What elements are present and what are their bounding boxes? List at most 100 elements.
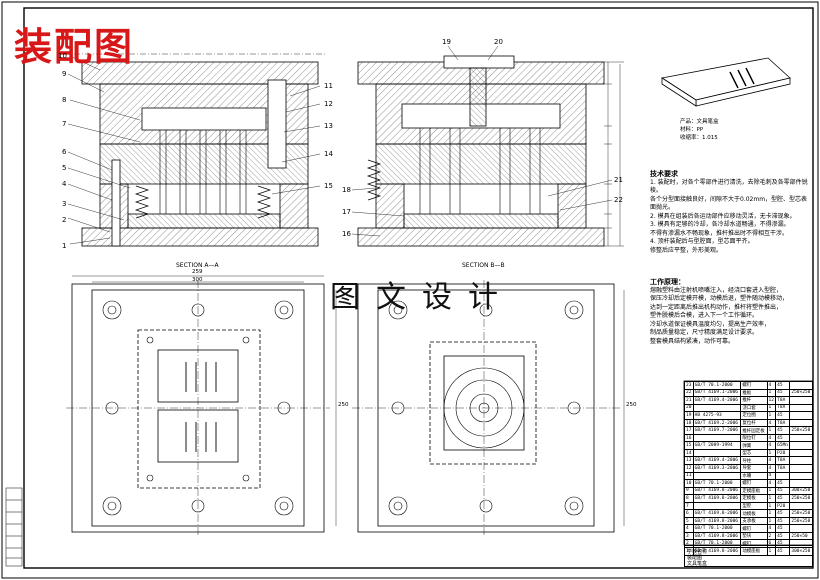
work-principle-line: 达到一定距离后推出机构动作，推杆将塑件推出， [650, 303, 783, 311]
bom-cell: 1 [766, 426, 777, 435]
bom-cell [692, 448, 742, 458]
bom-cell: 推杆 [740, 396, 768, 405]
bom-cell: 垫块 [740, 531, 768, 541]
bom-cell: 1 [766, 494, 777, 503]
product-spec: 产品：文具笔盒 材料：PP 收缩率：1.015 [680, 118, 719, 142]
bom-cell: 8 [684, 494, 694, 503]
section-a-view [74, 53, 326, 247]
bom-cell: 螺钉 [740, 479, 768, 488]
bom-cell: 16 [684, 433, 694, 443]
bom-cell: 45 [775, 509, 791, 518]
bom-cell: GB/T 4169.1-2006 [692, 388, 742, 398]
bom-cell: 13 [684, 456, 694, 465]
bom-cell: T8A [775, 396, 791, 405]
bom-cell: 弹簧 [740, 441, 768, 450]
bom-cell [789, 448, 813, 458]
work-principle: 工作原理： 熔融塑料由注射机喷嘴注入，经浇口套进入型腔， 保压冷却后定模开模，动… [650, 278, 812, 346]
section-a-label: SECTION A—A [176, 262, 219, 269]
bom-cell [789, 433, 813, 443]
bom-cell [789, 403, 813, 413]
bom-cell: 限位钉 [740, 433, 768, 443]
callout-14: 14 [324, 150, 333, 158]
callout-5: 5 [62, 164, 67, 172]
callout-12: 12 [324, 100, 333, 108]
bom-cell: 250×250 [789, 509, 813, 518]
bom-cell: 推板 [740, 388, 768, 398]
callout-2: 2 [62, 216, 67, 224]
dim-width-inner: 300 [192, 277, 203, 283]
work-principle-line: 制品质量稳定，尺寸精度满足设计要求。 [650, 329, 759, 336]
bom-cell: 18 [684, 418, 694, 428]
bom-cell: 1 [766, 509, 777, 518]
tech-req-line: 4. 顶杆装配后与型腔面，型芯面平齐。 [650, 238, 754, 245]
bom-cell: GB/T 4169.3-2006 [692, 464, 742, 473]
bom-cell [692, 471, 742, 481]
plan-view-left [66, 280, 330, 536]
bom-cell: GB/T 4169.8-2006 [692, 486, 742, 496]
bom-cell: P20 [775, 448, 791, 458]
inner-border [23, 7, 814, 569]
bom-cell: 17 [684, 426, 694, 435]
bom-cell [789, 524, 813, 533]
work-principle-line: 整套模具结构紧凑，动作可靠。 [650, 337, 735, 345]
callout-20: 20 [494, 38, 503, 46]
bom-cell: 1 [766, 388, 777, 398]
bom-cell: GB/T 4169.8-2006 [692, 516, 742, 526]
bom-cell: 3 [684, 531, 694, 541]
callout-21: 21 [614, 176, 623, 184]
callout-10: 10 [58, 52, 67, 60]
tb-product: 文具笔盒 [687, 561, 708, 567]
bom-cell: 45 [775, 486, 791, 496]
spec-name: 产品：文具笔盒 [680, 119, 719, 125]
bom-cell: 7 [684, 501, 694, 511]
callout-19: 19 [442, 38, 451, 46]
section-b-leaders [351, 45, 613, 237]
bom-cell: 浇口套 [740, 403, 768, 413]
tech-req-line: 1. 装配时，对各个零部件进行清洗，去除毛刺及各零部件锐棱。 [650, 178, 808, 195]
tech-req-line: 不得有渗漏水不畅现象，推杆推出时不得相互干涉。 [650, 229, 789, 237]
bom-cell: 45 [775, 411, 791, 420]
bom-cell [789, 471, 813, 481]
bom-cell: 45 [775, 516, 791, 526]
bom-cell: P20 [775, 501, 791, 511]
bom-cell: 65Mn [775, 441, 791, 450]
bom-cell: 4 [766, 433, 777, 443]
bom-cell: 1 [766, 411, 777, 420]
tech-req-line: 3. 模具有足够的冷却，各冷却水道畅通，不得渗漏。 [650, 221, 790, 228]
bom-cell [789, 441, 813, 450]
bom-cell [692, 403, 742, 413]
bom-cell: GB/T 4169.4-2006 [692, 396, 742, 405]
tech-req-line: 2. 模具在组装后各运动部件应移动灵活，无卡滞现象。 [650, 212, 796, 220]
bom-cell: 2 [766, 531, 777, 541]
tech-req-title: 技术要求 [650, 170, 678, 178]
bom-cell: 1 [766, 448, 777, 458]
bom-cell: 300×250 [789, 486, 813, 496]
bom-cell: 4 [766, 381, 777, 390]
bom-cell: 250×250 [789, 516, 813, 526]
bom-cell: 导套 [740, 464, 768, 473]
bom-cell: 45 [775, 547, 791, 556]
callout-3: 3 [62, 200, 67, 208]
bom-cell: 20 [684, 403, 694, 413]
tech-req-line: 各个分型面接触良好，间隙不大于0.02mm，型腔、型芯表面抛光。 [650, 195, 808, 212]
bom-cell [789, 381, 813, 390]
bom-cell: GB/T 4169.7-2006 [692, 426, 742, 435]
bom-cell: 4 [766, 456, 777, 465]
bom-cell: T8A [775, 464, 791, 473]
bom-cell: 支承板 [740, 516, 768, 526]
tb-school: 学校名称 [687, 549, 708, 555]
plan-left-dims [72, 275, 337, 526]
bom-cell: GB/T 4169.8-2006 [692, 509, 742, 518]
bom-cell: 19 [684, 411, 694, 420]
spec-shrink: 收缩率：1.015 [680, 135, 718, 141]
